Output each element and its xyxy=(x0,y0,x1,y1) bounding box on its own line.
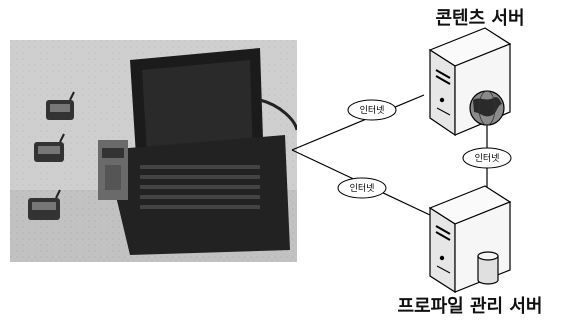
internet-label-bottom: 인터넷 xyxy=(350,183,375,194)
internet-label-right: 인터넷 xyxy=(475,153,500,164)
content-server-label: 콘텐츠 서버 xyxy=(405,4,555,30)
internet-label-top: 인터넷 xyxy=(360,105,385,116)
profile-server-label: 프로파일 관리 서버 xyxy=(380,292,560,318)
globe-icon xyxy=(470,91,504,125)
database-icon xyxy=(478,252,498,284)
